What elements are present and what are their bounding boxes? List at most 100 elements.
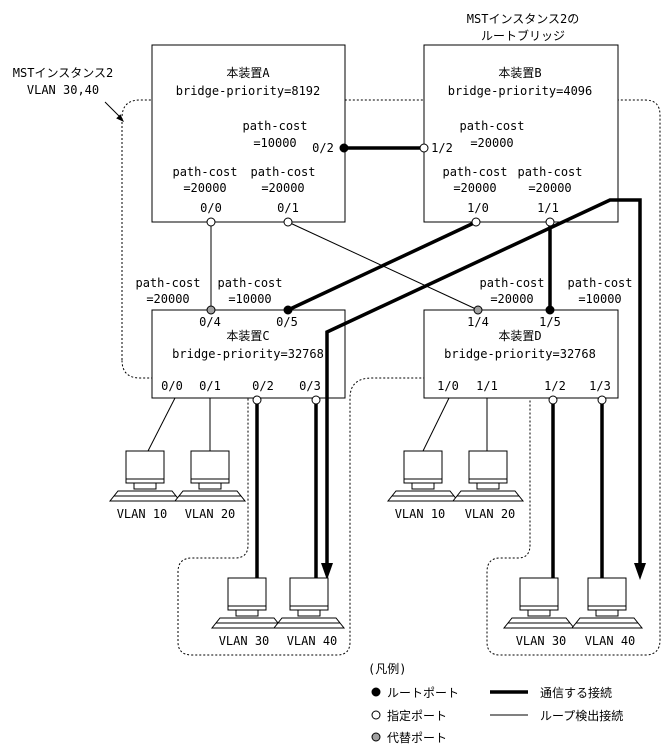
device-c-port05-cost-label: path-cost (217, 276, 282, 290)
pc-icon (386, 450, 460, 502)
port-c02-designated-marker (252, 395, 262, 405)
device-a-port00-label: 0/0 (200, 201, 222, 215)
device-b-box (423, 44, 619, 223)
port-d14-alternate-marker (473, 305, 483, 315)
terminal-label-d-vlan40: VLAN 40 (585, 634, 636, 648)
traffic-flow-path (325, 198, 642, 565)
root-bridge-label-line1: MSTインスタンス2の (467, 12, 579, 26)
terminal-label-c-vlan20: VLAN 20 (185, 507, 236, 521)
root-bridge-label-line2: ルートブリッジ (481, 28, 565, 43)
device-a-priority: bridge-priority=8192 (176, 84, 321, 98)
region-pointer-arrow (104, 101, 120, 117)
port-b12-designated-marker (419, 143, 429, 153)
device-a-port02-label: 0/2 (312, 141, 334, 155)
device-c-port05-label: 0/5 (276, 315, 298, 329)
device-b-port12-cost-label: path-cost (459, 119, 524, 133)
device-b-port11-cost-label: path-cost (517, 165, 582, 179)
device-b-port11-cost-value: =20000 (528, 181, 571, 195)
legend-root-port-label: ルートポート (387, 686, 459, 700)
port-c03-designated-marker (311, 395, 321, 405)
device-a-port01-cost-label: path-cost (250, 165, 315, 179)
port-d15-root-marker (545, 305, 555, 315)
legend-loop-detection-link-label: ループ検出接続 (540, 708, 623, 723)
link-d10-pc (422, 397, 450, 452)
region-label-line1: MSTインスタンス2 (13, 66, 113, 80)
port-a00-designated-marker (206, 217, 216, 227)
legend-root-port-marker (371, 687, 381, 697)
device-a-name: 本装置A (226, 66, 270, 80)
legend-title: (凡例) (368, 662, 406, 676)
legend-alternate-port-marker (371, 732, 381, 742)
device-c-port04-cost-value: =20000 (146, 292, 189, 306)
pc-icon (108, 450, 182, 502)
device-d-port15-label: 1/5 (539, 315, 561, 329)
device-d-port12-label: 1/2 (544, 379, 566, 393)
device-a-box (151, 44, 346, 223)
device-c-port02-label: 0/2 (252, 379, 274, 393)
port-c05-root-marker (283, 305, 293, 315)
device-b-port10-label: 1/0 (467, 201, 489, 215)
device-b-name: 本装置B (498, 66, 541, 80)
device-d-priority: bridge-priority=32768 (444, 347, 596, 361)
device-d-port15-cost-value: =10000 (578, 292, 621, 306)
terminal-label-c-vlan10: VLAN 10 (117, 507, 168, 521)
terminal-label-c-vlan40: VLAN 40 (287, 634, 338, 648)
device-a-port00-cost-value: =20000 (183, 181, 226, 195)
legend-alternate-port-label: 代替ポート (387, 731, 447, 745)
port-d12-designated-marker (548, 395, 558, 405)
device-a-port02-cost-label: path-cost (242, 119, 307, 133)
pc-icon (451, 450, 525, 502)
device-c-port01-label: 0/1 (199, 379, 221, 393)
device-d-port11-label: 1/1 (476, 379, 498, 393)
device-d-port14-cost-value: =20000 (490, 292, 533, 306)
device-b-port10-cost-value: =20000 (453, 181, 496, 195)
traffic-flow-arrowhead-d (634, 563, 646, 580)
device-a-port02-cost-value: =10000 (253, 136, 296, 150)
device-c-priority: bridge-priority=32768 (172, 347, 324, 361)
legend-forwarding-link-label: 通信する接続 (540, 685, 612, 700)
device-c-port00-label: 0/0 (161, 379, 183, 393)
pc-icon (502, 577, 576, 629)
port-b10-designated-marker (471, 217, 481, 227)
legend-designated-port-label: 指定ポート (387, 708, 447, 723)
link-b10-c05 (287, 220, 477, 312)
device-d-port13-label: 1/3 (589, 379, 611, 393)
device-c-port05-cost-value: =10000 (228, 292, 271, 306)
traffic-flow-arrowhead-c (321, 563, 333, 580)
port-a02-root-marker (339, 143, 349, 153)
terminal-label-d-vlan30: VLAN 30 (516, 634, 567, 648)
device-c-name: 本装置C (226, 329, 269, 343)
pc-icon (173, 450, 247, 502)
port-a01-designated-marker (283, 217, 293, 227)
device-b-priority: bridge-priority=4096 (448, 84, 593, 98)
device-d-name: 本装置D (498, 329, 541, 343)
device-a-port00-cost-label: path-cost (172, 165, 237, 179)
device-d-port14-cost-label: path-cost (479, 276, 544, 290)
pc-icon (210, 577, 284, 629)
region-pointer-arrowhead (116, 114, 124, 122)
terminal-label-d-vlan10: VLAN 10 (395, 507, 446, 521)
device-d-port10-label: 1/0 (437, 379, 459, 393)
device-a-port01-cost-value: =20000 (261, 181, 304, 195)
region-label-line2: VLAN 30,40 (27, 83, 99, 97)
device-b-port10-cost-label: path-cost (442, 165, 507, 179)
device-c-box (151, 309, 346, 399)
port-c04-alternate-marker (206, 305, 216, 315)
device-d-box (423, 309, 619, 399)
device-b-port12-cost-value: =20000 (470, 136, 513, 150)
terminal-label-d-vlan20: VLAN 20 (465, 507, 516, 521)
pc-icon (272, 577, 346, 629)
device-c-port04-cost-label: path-cost (135, 276, 200, 290)
device-c-port03-label: 0/3 (299, 379, 321, 393)
device-c-port04-label: 0/4 (199, 315, 221, 329)
port-d13-designated-marker (597, 395, 607, 405)
device-a-port01-label: 0/1 (277, 201, 299, 215)
port-b11-designated-marker (545, 217, 555, 227)
device-d-port15-cost-label: path-cost (567, 276, 632, 290)
device-b-port12-label: 1/2 (431, 141, 453, 155)
legend-designated-port-marker (371, 710, 381, 720)
link-c00-pc (147, 397, 176, 452)
pc-icon (570, 577, 644, 629)
device-b-port11-label: 1/1 (537, 201, 559, 215)
